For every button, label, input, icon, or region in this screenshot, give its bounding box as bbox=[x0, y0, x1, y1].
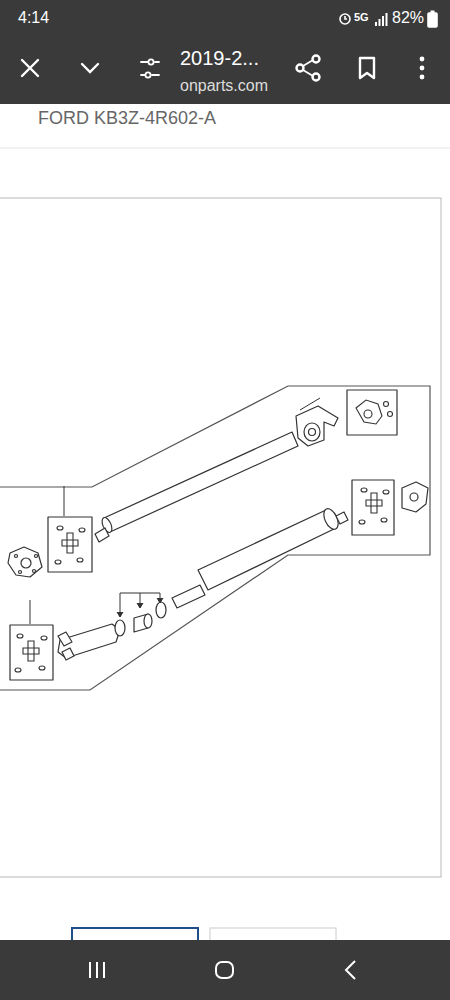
group-outline bbox=[0, 386, 430, 690]
navigation-bar bbox=[0, 940, 450, 1000]
status-time: 4:14 bbox=[18, 9, 49, 27]
more-menu bbox=[420, 57, 425, 80]
image-frame bbox=[0, 198, 441, 877]
battery-level: 82% bbox=[392, 9, 424, 27]
nav-icons bbox=[90, 961, 355, 979]
part-number: FORD KB3Z-4R602-A bbox=[38, 108, 216, 129]
universal-joints bbox=[15, 400, 393, 672]
leader-lines bbox=[30, 398, 320, 624]
divider bbox=[0, 148, 450, 149]
signal-bars bbox=[375, 13, 388, 26]
page-title: 2019-2... bbox=[180, 47, 259, 70]
page-url: onparts.com bbox=[180, 77, 268, 95]
browser-toolbar bbox=[0, 0, 450, 104]
driveshaft-parts bbox=[8, 390, 428, 680]
network-type: 5G bbox=[354, 11, 369, 24]
